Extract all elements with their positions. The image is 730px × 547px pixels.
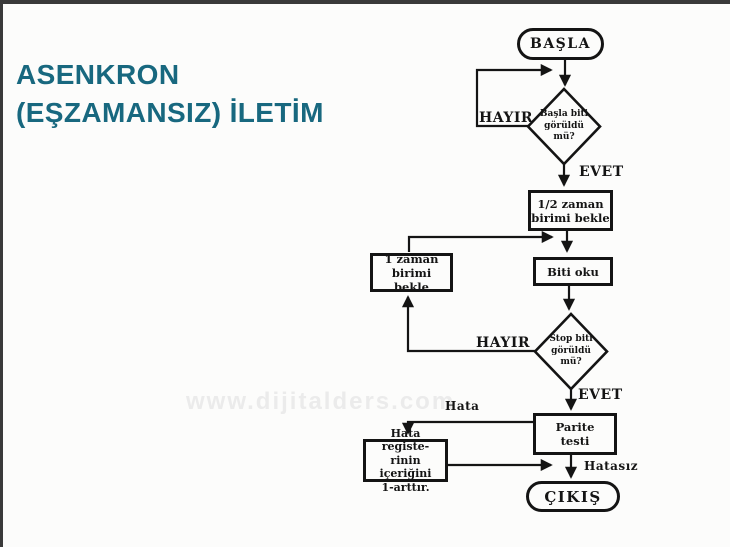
- decision1-line1: Başla biti: [539, 109, 589, 119]
- slide-title: ASENKRON (EŞZAMANSIZ) İLETİM: [16, 56, 324, 132]
- half-time-wait-line1: 1/2 zaman: [537, 196, 604, 211]
- half-time-wait-line2: birimi bekle: [531, 210, 610, 225]
- arrow-hayir-to-one-wait: [401, 295, 535, 353]
- label-hayir-bottom: HAYIR: [476, 335, 531, 351]
- half-time-wait-box: 1/2 zaman birimi bekle: [528, 190, 613, 231]
- decision2-line3: mü?: [560, 357, 582, 367]
- one-time-wait-line2: birimi bekle: [391, 265, 432, 294]
- exit-node: ÇIKIŞ: [526, 481, 620, 512]
- error-register-line3: 1-arttır.: [381, 480, 430, 494]
- exit-node-label: ÇIKIŞ: [544, 487, 602, 506]
- slide-top-border: [0, 0, 730, 4]
- label-hayir-top: HAYIR: [479, 110, 534, 126]
- arrow-one-wait-to-junction: [407, 230, 554, 252]
- label-hatasiz: Hatasız: [584, 459, 639, 473]
- label-hata: Hata: [445, 399, 480, 413]
- label-evet-top: EVET: [579, 164, 624, 180]
- arrow-parity-to-error-box: [401, 420, 533, 435]
- decision2-diamond: [533, 312, 609, 391]
- decision1-diamond: [526, 87, 602, 166]
- decision1-line3: mü?: [553, 132, 575, 142]
- parity-test-line1: Parite: [555, 420, 595, 434]
- arrow-hayir-loop-top: [475, 63, 553, 128]
- title-line-2: (EŞZAMANSIZ) İLETİM: [16, 97, 324, 128]
- one-time-wait-box: 1 zaman birimi bekle: [370, 251, 453, 294]
- decision1-line2: görüldü: [544, 120, 584, 131]
- decision2-line1: Stop biti: [549, 334, 593, 344]
- decision2-line2: görüldü: [551, 345, 591, 356]
- error-register-line1: Hata registe-: [381, 426, 430, 454]
- decision1-text: Başla biti görüldü mü?: [524, 109, 604, 144]
- error-register-box: Hata registe- rinin içeriğini 1-arttır.: [363, 427, 448, 494]
- title-line-1: ASENKRON: [16, 59, 180, 90]
- read-bit-label: Biti oku: [547, 264, 599, 279]
- start-node: BAŞLA: [517, 28, 604, 60]
- error-register-line2: rinin içeriğini: [379, 453, 432, 481]
- slide-left-border: [0, 0, 3, 547]
- label-evet-bottom: EVET: [578, 387, 623, 403]
- watermark-text: www.dijitalders.com: [186, 388, 456, 415]
- decision2-text: Stop biti görüldü mü?: [531, 334, 611, 369]
- one-time-wait-line1: 1 zaman: [384, 251, 439, 266]
- parity-test-box: Parite testi: [533, 413, 617, 455]
- start-node-label: BAŞLA: [529, 36, 591, 52]
- read-bit-box: Biti oku: [533, 257, 613, 286]
- parity-test-line2: testi: [560, 434, 590, 448]
